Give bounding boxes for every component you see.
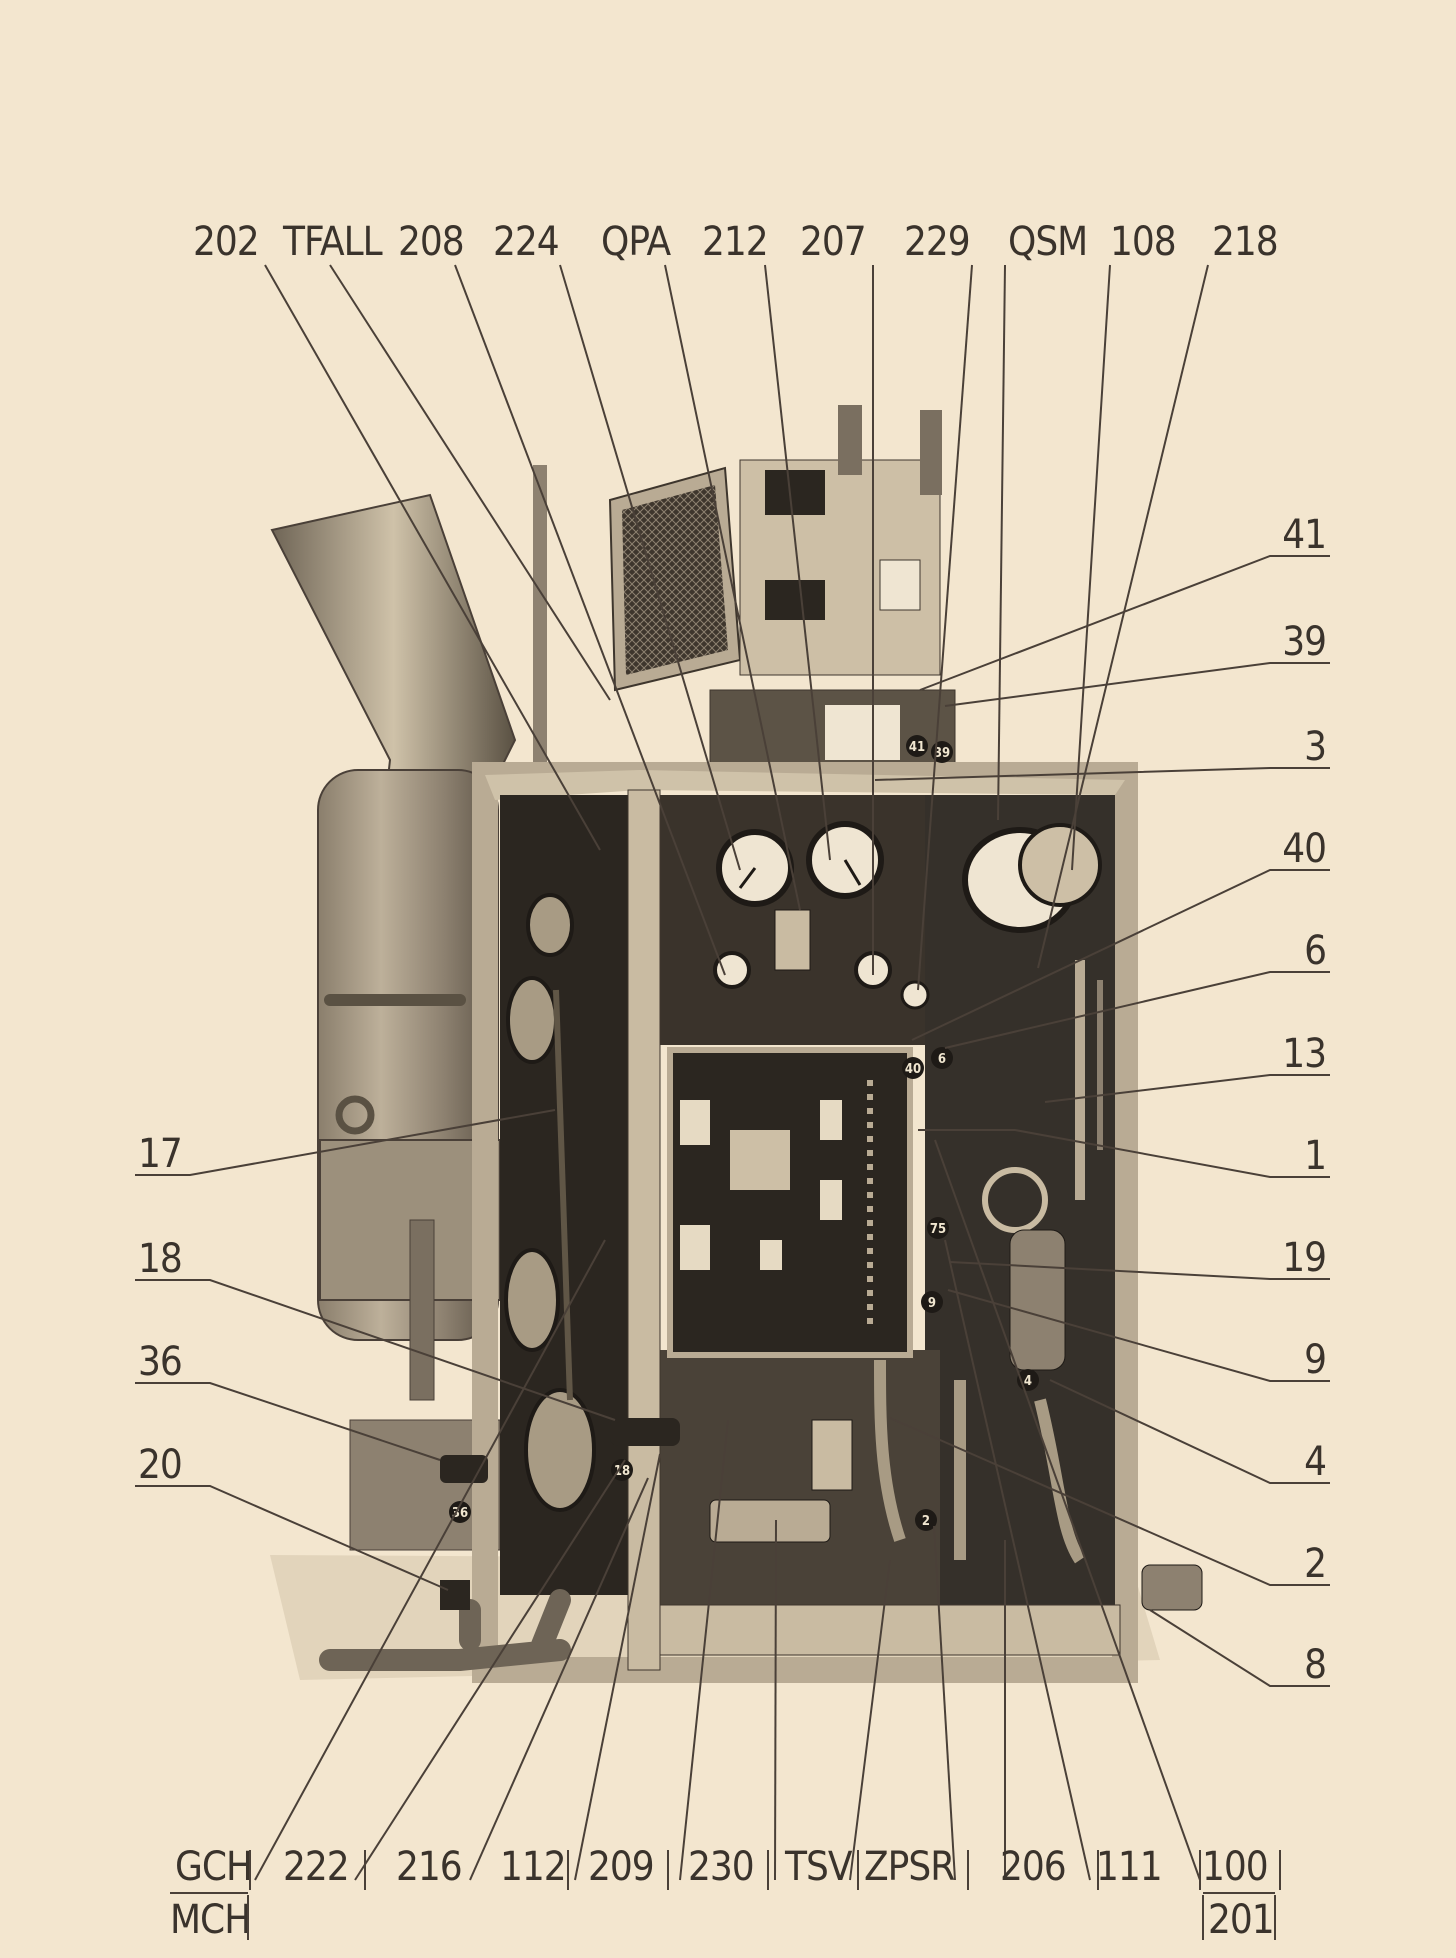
label-gch: GCH — [175, 1844, 252, 1890]
gas-valve — [440, 1580, 470, 1610]
cabinet-bottom-rail — [659, 1604, 1121, 1656]
vent-pipe-left — [838, 405, 862, 475]
label-100: 100 — [1202, 1844, 1268, 1890]
label-36: 36 — [138, 1339, 182, 1385]
badge-6: 6 — [938, 1052, 946, 1067]
label-19: 19 — [1282, 1235, 1326, 1281]
filter-canister — [1009, 1229, 1066, 1371]
label-201: 201 — [1208, 1897, 1274, 1943]
badge-4: 4 — [1024, 1374, 1032, 1389]
label-qsm: QSM — [1008, 219, 1087, 265]
pulley-lower — [504, 1248, 560, 1352]
label-222: 222 — [283, 1844, 349, 1890]
pulley-upper — [506, 976, 558, 1064]
label-4: 4 — [1304, 1439, 1326, 1485]
label-8: 8 — [1304, 1642, 1326, 1688]
label-218: 218 — [1212, 219, 1278, 265]
label-112: 112 — [500, 1844, 566, 1890]
label-229: 229 — [904, 219, 970, 265]
cabinet-post — [627, 789, 661, 1671]
valve-18 — [610, 1418, 680, 1446]
pulley-motor — [524, 1388, 596, 1512]
label-13: 13 — [1282, 1031, 1326, 1077]
label-3: 3 — [1304, 724, 1326, 770]
side-ring — [335, 1095, 375, 1135]
float-trap — [1141, 1564, 1203, 1611]
label-230: 230 — [688, 1844, 754, 1890]
vent-pipe-right — [920, 410, 942, 495]
label-212: 212 — [702, 219, 768, 265]
fan-grille — [622, 485, 728, 675]
label-39: 39 — [1282, 619, 1326, 665]
part-badges: 41 39 40 6 75 9 4 2 18 36 — [449, 735, 1039, 1531]
badge-75: 75 — [930, 1222, 946, 1237]
label-207: 207 — [800, 219, 866, 265]
label-tsv: TSV — [784, 1844, 853, 1890]
left-labels: 17 18 36 20 — [138, 1131, 183, 1488]
label-mch: MCH — [170, 1897, 250, 1943]
bottom-labels: GCH 222 216 112 209 230 TSV ZPSR 206 111… — [170, 1844, 1275, 1943]
label-41: 41 — [1282, 512, 1326, 558]
label-108: 108 — [1110, 219, 1176, 265]
label-40: 40 — [1282, 826, 1326, 872]
valve-block — [811, 1419, 853, 1491]
label-206: 206 — [1000, 1844, 1066, 1890]
badge-36: 36 — [452, 1506, 468, 1521]
label-zpsr: ZPSR — [864, 1844, 954, 1890]
top-labels: 202 TFALL 208 224 QPA 212 207 229 QSM 10… — [193, 219, 1279, 265]
label-202: 202 — [193, 219, 259, 265]
drain-pipes — [319, 1589, 571, 1671]
label-2: 2 — [1304, 1541, 1326, 1587]
label-1: 1 — [1304, 1133, 1326, 1179]
right-labels: 41 39 3 40 6 13 1 19 9 4 2 8 — [1282, 512, 1327, 1688]
badge-18: 18 — [614, 1464, 630, 1479]
machine-illustration — [270, 405, 1203, 1683]
label-111: 111 — [1096, 1844, 1162, 1890]
gauge-small-left — [713, 951, 751, 989]
label-tfall: TFALL — [282, 219, 383, 265]
boiler-door — [409, 1219, 435, 1401]
label-9: 9 — [1304, 1337, 1326, 1383]
electrical-panel — [667, 1047, 913, 1358]
gauge-small-right — [900, 980, 930, 1010]
lower-compartment — [650, 1350, 940, 1615]
label-208: 208 — [398, 219, 464, 265]
label-6: 6 — [1304, 928, 1326, 974]
label-20: 20 — [138, 1442, 182, 1488]
badge-9: 9 — [928, 1296, 936, 1311]
label-216: 216 — [396, 1844, 462, 1890]
badge-2: 2 — [922, 1514, 930, 1529]
label-18: 18 — [138, 1236, 182, 1282]
lower-pipework — [874, 1359, 1086, 1564]
label-17: 17 — [138, 1131, 182, 1177]
badge-41: 41 — [909, 740, 925, 755]
badge-40: 40 — [905, 1062, 921, 1077]
pressure-switch — [774, 909, 811, 971]
drive-belt — [553, 989, 573, 1401]
label-qpa: QPA — [601, 219, 671, 265]
label-separators — [170, 1850, 1281, 1940]
pump-manifold — [709, 1499, 831, 1543]
label-224: 224 — [493, 219, 559, 265]
handwheel — [982, 1167, 1048, 1233]
label-209: 209 — [588, 1844, 654, 1890]
leader-lines — [135, 264, 1330, 1881]
pulley-top — [526, 893, 574, 957]
badge-39: 39 — [934, 746, 950, 761]
